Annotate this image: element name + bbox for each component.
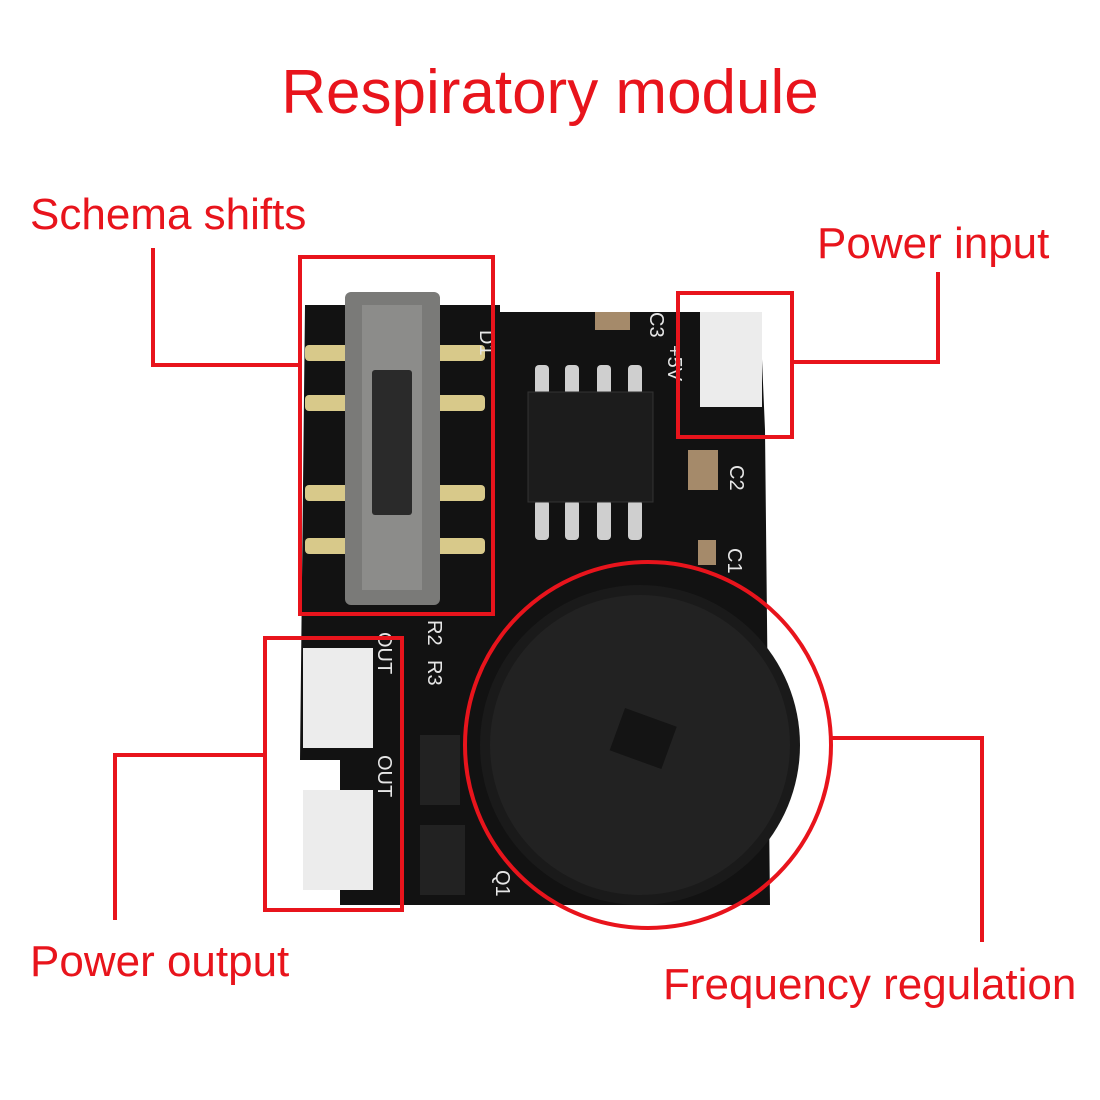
potentiometer-knob: [480, 585, 800, 905]
silk-5v: +5V: [663, 345, 685, 382]
slide-switch: [305, 292, 485, 605]
silk-c3: C3: [645, 312, 667, 338]
power-input-leader: [792, 272, 940, 364]
power-output-connector-1: [303, 648, 373, 748]
silk-q1: Q1: [491, 870, 513, 897]
page-title: Respiratory module: [281, 58, 819, 127]
power-input-box: [676, 291, 794, 439]
silk-c1: C1: [723, 548, 745, 574]
schema-shifts-leader: [151, 248, 300, 367]
label-power-output: Power output: [30, 937, 290, 986]
frequency-regulation-circle: [463, 560, 833, 930]
ic-chip: [527, 365, 654, 540]
silk-out-2: OUT: [373, 755, 395, 797]
silk-out-1: OUT: [373, 632, 395, 674]
label-frequency-regulation: Frequency regulation: [663, 960, 1077, 1009]
power-output-box: [263, 636, 404, 912]
schema-shifts-box: [298, 255, 495, 616]
label-power-input: Power input: [817, 219, 1050, 268]
label-schema-shifts: Schema shifts: [30, 190, 307, 239]
power-output-leader: [113, 753, 265, 920]
frequency-regulation-leader: [832, 736, 984, 942]
power-output-connector-2: [303, 790, 373, 890]
silk-r3: R3: [423, 660, 445, 686]
power-input-connector: [700, 312, 762, 407]
silk-r2: R2: [423, 620, 445, 646]
silk-c2: C2: [725, 465, 747, 491]
